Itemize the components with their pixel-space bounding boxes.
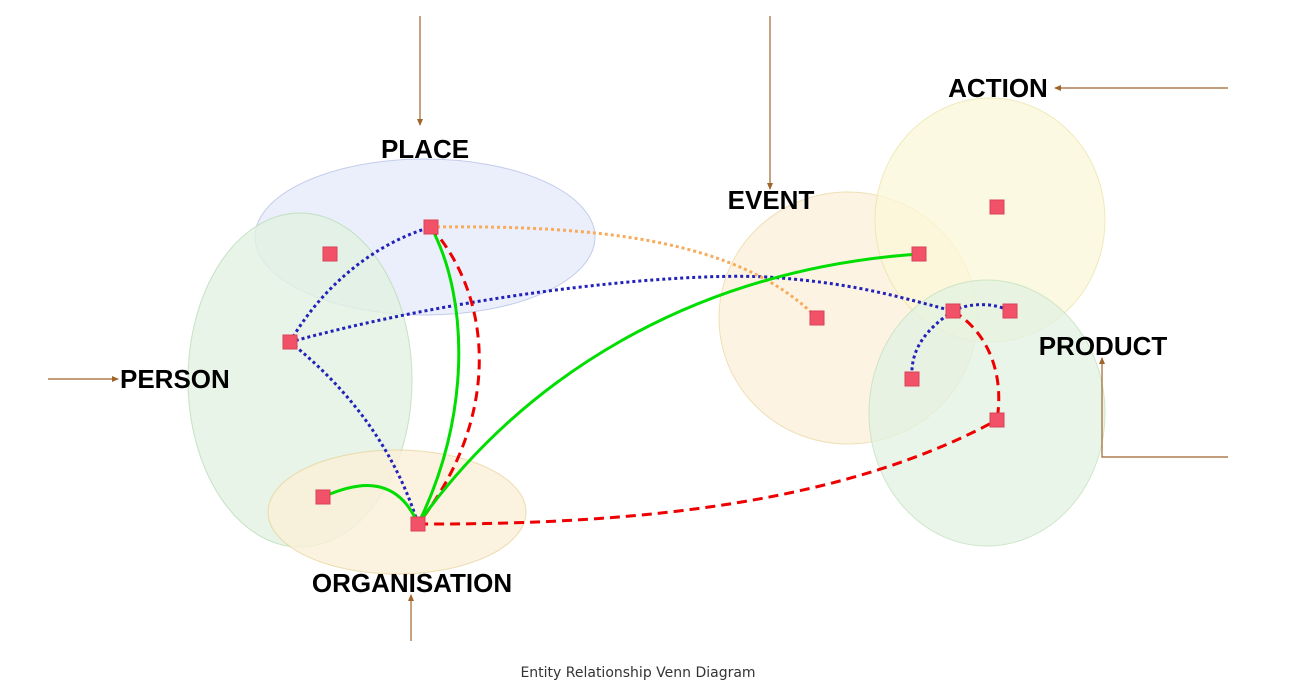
link-organisation-eventaction[interactable] bbox=[416, 252, 920, 525]
set-label-action: ACTION bbox=[948, 73, 1048, 103]
entity-node-hub[interactable] bbox=[945, 303, 961, 319]
labels-layer: PLACE PERSON ORGANISATION EVENT ACTION P… bbox=[120, 73, 1167, 681]
link-place-event[interactable] bbox=[430, 225, 819, 320]
entity-node-place[interactable] bbox=[423, 219, 439, 235]
link-hub-product[interactable] bbox=[952, 309, 1001, 421]
entity-node-event-action[interactable] bbox=[911, 246, 927, 262]
entity-node-place-person[interactable] bbox=[322, 246, 338, 262]
pointer-arrow-product bbox=[1099, 357, 1228, 458]
entity-node-person-organisation[interactable] bbox=[315, 489, 331, 505]
link-organisation-product[interactable] bbox=[417, 418, 998, 526]
set-label-event: EVENT bbox=[728, 185, 815, 215]
entity-node-event[interactable] bbox=[809, 310, 825, 326]
link-place-organisation-dashed[interactable] bbox=[416, 226, 481, 525]
link-personorg-organisation[interactable] bbox=[322, 484, 420, 525]
diagram-caption: Entity Relationship Venn Diagram bbox=[520, 665, 755, 681]
link-place-organisation-solid[interactable] bbox=[416, 226, 461, 525]
link-hub-eventproduct[interactable] bbox=[910, 309, 954, 380]
entity-node-event-product[interactable] bbox=[904, 371, 920, 387]
set-organisation-shape[interactable] bbox=[267, 449, 527, 575]
entity-node-action[interactable] bbox=[989, 199, 1005, 215]
links-layer bbox=[288, 225, 1011, 526]
set-label-place: PLACE bbox=[381, 134, 469, 164]
link-person-hub[interactable] bbox=[289, 274, 954, 344]
set-label-product: PRODUCT bbox=[1039, 331, 1168, 361]
entity-node-organisation[interactable] bbox=[410, 516, 426, 532]
entity-node-person[interactable] bbox=[282, 334, 298, 350]
set-product-shape[interactable] bbox=[868, 279, 1106, 547]
entity-node-action-product[interactable] bbox=[1002, 303, 1018, 319]
link-person-place[interactable] bbox=[288, 225, 432, 343]
set-label-organisation: ORGANISATION bbox=[312, 568, 512, 598]
nodes-layer bbox=[282, 199, 1018, 532]
entity-node-product[interactable] bbox=[989, 412, 1005, 428]
set-label-person: PERSON bbox=[120, 364, 230, 394]
pointers-layer bbox=[48, 16, 1228, 641]
